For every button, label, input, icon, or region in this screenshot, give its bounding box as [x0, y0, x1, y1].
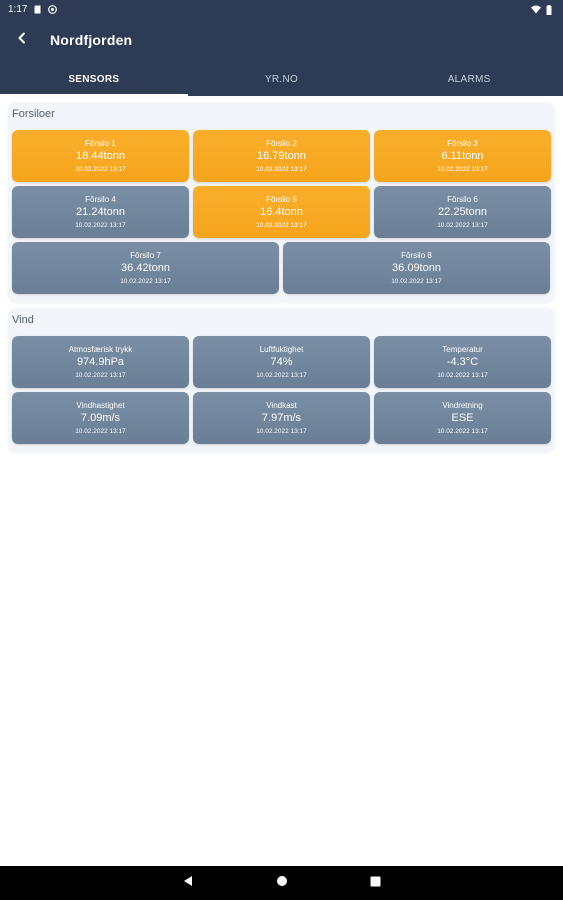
sensor-card-forsilo-3[interactable]: Fôrsilo 3 6.11tonn 10.02.2022 13:17: [374, 130, 551, 182]
card-value: 6.11tonn: [441, 150, 484, 162]
card-timestamp: 10.02.2022 13:17: [256, 372, 307, 379]
card-label: Fôrsilo 8: [401, 251, 432, 260]
card-value: 21.24tonn: [76, 206, 125, 218]
card-timestamp: 10.02.2022 13:17: [75, 372, 126, 379]
card-label: Fôrsilo 5: [266, 195, 297, 204]
app-bar: Nordfjorden: [0, 18, 563, 62]
sensor-card-humidity[interactable]: Luftfuktighet 74% 10.02.2022 13:17: [193, 336, 370, 388]
card-value: ESE: [451, 412, 474, 424]
card-value: 16.79tonn: [257, 150, 306, 162]
sensor-card-forsilo-2[interactable]: Fôrsilo 2 16.79tonn 10.02.2022 13:17: [193, 130, 370, 182]
page-title: Nordfjorden: [50, 32, 133, 48]
sensor-card-forsilo-1[interactable]: Fôrsilo 1 18.44tonn 10.02.2022 13:17: [12, 130, 189, 182]
card-value: -4.3°C: [446, 356, 479, 368]
card-label: Fôrsilo 4: [85, 195, 116, 204]
card-timestamp: 10.02.2022 13:17: [75, 222, 126, 229]
card-value: 74%: [270, 356, 293, 368]
sensor-card-wind-gust[interactable]: Vindkast 7.97m/s 10.02.2022 13:17: [193, 392, 370, 444]
back-triangle-icon: [182, 874, 194, 892]
card-timestamp: 10.02.2022 13:17: [75, 428, 126, 435]
card-label: Fôrsilo 2: [266, 139, 297, 148]
card-timestamp: 10.02.2022 13:17: [437, 372, 488, 379]
card-label: Luftfuktighet: [259, 345, 304, 354]
sensor-card-temperature[interactable]: Temperatur -4.3°C 10.02.2022 13:17: [374, 336, 551, 388]
section-vind: Vind Atmosfærisk trykk 974.9hPa 10.02.20…: [8, 308, 555, 452]
card-value: 7.09m/s: [80, 412, 121, 424]
home-circle-icon: [276, 874, 288, 892]
content: Forsiloer Fôrsilo 1 18.44tonn 10.02.2022…: [0, 96, 563, 452]
section-title: Vind: [12, 314, 34, 326]
section-forsiloer: Forsiloer Fôrsilo 1 18.44tonn 10.02.2022…: [8, 102, 555, 302]
tab-sensors[interactable]: SENSORS: [0, 62, 188, 96]
card-value: 974.9hPa: [76, 356, 125, 368]
system-nav-bar: [0, 866, 563, 900]
card-value: 22.25tonn: [438, 206, 487, 218]
card-timestamp: 10.02.2022 13:17: [120, 278, 171, 285]
nav-recents-button[interactable]: [364, 871, 388, 895]
sensor-card-atmospheric-pressure[interactable]: Atmosfærisk trykk 974.9hPa 10.02.2022 13…: [12, 336, 189, 388]
card-timestamp: 10.02.2022 13:17: [75, 166, 126, 173]
sensor-card-forsilo-4[interactable]: Fôrsilo 4 21.24tonn 10.02.2022 13:17: [12, 186, 189, 238]
back-button[interactable]: [10, 28, 34, 52]
recents-square-icon: [370, 874, 381, 892]
sd-card-icon: [33, 5, 42, 14]
section-title: Forsiloer: [12, 108, 55, 120]
card-value: 16.4tonn: [260, 206, 303, 218]
card-timestamp: 10.02.2022 13:17: [391, 278, 442, 285]
card-timestamp: 10.02.2022 13:17: [437, 222, 488, 229]
sensor-card-forsilo-5[interactable]: Fôrsilo 5 16.4tonn 10.02.2022 13:17: [193, 186, 370, 238]
card-label: Vindhastighet: [76, 401, 125, 410]
card-timestamp: 10.02.2022 13:17: [256, 222, 307, 229]
nav-back-button[interactable]: [176, 871, 200, 895]
status-bar: 1:17: [0, 0, 563, 18]
card-timestamp: 10.02.2022 13:17: [437, 166, 488, 173]
wifi-icon: [531, 5, 541, 14]
status-time: 1:17: [8, 3, 28, 15]
tab-alarms[interactable]: ALARMS: [447, 73, 491, 85]
card-timestamp: 10.02.2022 13:17: [256, 166, 307, 173]
sensor-card-forsilo-7[interactable]: Fôrsilo 7 36.42tonn 10.02.2022 13:17: [12, 242, 279, 294]
sensor-card-wind-direction[interactable]: Vindretning ESE 10.02.2022 13:17: [374, 392, 551, 444]
card-value: 36.42tonn: [121, 262, 170, 274]
card-label: Fôrsilo 7: [130, 251, 161, 260]
sensor-card-forsilo-6[interactable]: Fôrsilo 6 22.25tonn 10.02.2022 13:17: [374, 186, 551, 238]
card-value: 18.44tonn: [76, 150, 125, 162]
tab-bar: SENSORS YR.NO ALARMS: [0, 62, 563, 96]
status-right: [531, 4, 555, 15]
battery-icon: [546, 4, 555, 15]
card-label: Vindkast: [266, 401, 297, 410]
sensor-grid: Fôrsilo 1 18.44tonn 10.02.2022 13:17 Fôr…: [12, 130, 551, 294]
card-value: 7.97m/s: [261, 412, 302, 424]
card-timestamp: 10.02.2022 13:17: [256, 428, 307, 435]
android-circle-icon: [48, 4, 58, 14]
arrow-back-icon: [16, 31, 28, 49]
card-label: Fôrsilo 1: [85, 139, 116, 148]
tab-yr-no[interactable]: YR.NO: [264, 73, 299, 85]
card-label: Vindretning: [442, 401, 483, 410]
card-timestamp: 10.02.2022 13:17: [437, 428, 488, 435]
card-label: Temperatur: [442, 345, 483, 354]
card-label: Fôrsilo 3: [447, 139, 478, 148]
card-label: Atmosfærisk trykk: [68, 345, 133, 354]
card-label: Fôrsilo 6: [447, 195, 478, 204]
status-left: 1:17: [8, 3, 58, 15]
sensor-card-wind-speed[interactable]: Vindhastighet 7.09m/s 10.02.2022 13:17: [12, 392, 189, 444]
card-value: 36.09tonn: [392, 262, 441, 274]
sensor-grid: Atmosfærisk trykk 974.9hPa 10.02.2022 13…: [12, 336, 551, 444]
nav-home-button[interactable]: [270, 871, 294, 895]
sensor-card-forsilo-8[interactable]: Fôrsilo 8 36.09tonn 10.02.2022 13:17: [283, 242, 550, 294]
